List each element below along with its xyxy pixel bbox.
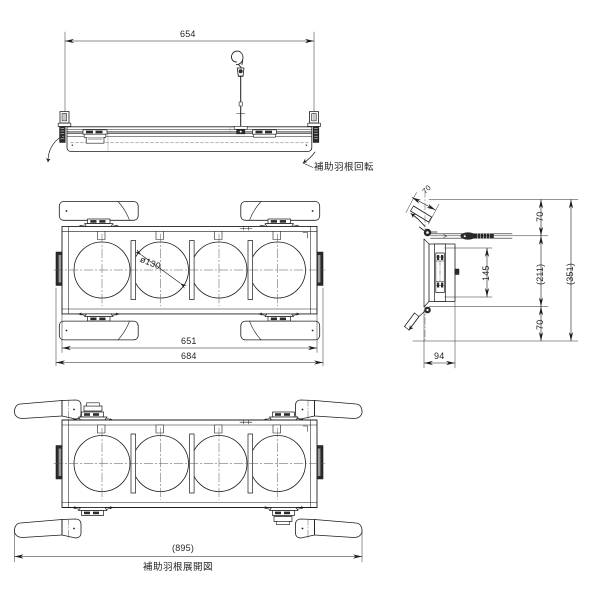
- right-end-bracket-elev: [307, 111, 321, 143]
- expanded-blade-lower-right: [295, 518, 363, 539]
- dim-label-145: 145: [481, 265, 491, 281]
- dim-label-351: (351): [565, 262, 575, 285]
- lower-aux-blade-right: [240, 320, 321, 341]
- upper-aux-blade-left: [58, 201, 139, 221]
- annotation-aux-blade-rotation: 補助羽根回転: [314, 162, 375, 173]
- left-end-bracket-elev: [57, 111, 72, 143]
- expanded-hinge-lower-left: [71, 506, 114, 516]
- folded-aux-blade-upper: [410, 205, 432, 227]
- expanded-view-group: [14, 399, 363, 563]
- expanded-right-side-pad: [316, 445, 324, 480]
- expanded-blade-lower-left: [14, 518, 82, 539]
- expanded-blade-upper-left: [14, 399, 82, 420]
- rotation-arc-left: [45, 135, 63, 163]
- side-view-group: [404, 190, 579, 369]
- folded-aux-blade-lower: [404, 312, 420, 331]
- hanger-hook: [231, 50, 246, 129]
- left-side-pad: [55, 249, 63, 288]
- dim-label-70-lower: 70: [535, 319, 545, 330]
- center-mount-block-elev: [233, 126, 248, 135]
- plan-view-group: [53, 201, 326, 367]
- lower-aux-blade-left: [58, 320, 139, 341]
- expanded-left-side-pad: [55, 445, 63, 480]
- right-side-pad: [316, 249, 324, 288]
- dim-label-94: 94: [434, 351, 445, 361]
- dim-label-70-upper: 70: [535, 211, 545, 222]
- expanded-main-housing: [53, 419, 326, 508]
- elevation-body: [66, 126, 313, 152]
- expanded-center-mount-lower: [273, 516, 293, 526]
- rotation-arc-right: [302, 151, 316, 164]
- expanded-center-mount: [83, 402, 103, 412]
- plan-main-housing: [53, 225, 326, 315]
- side-body-block: [423, 238, 460, 308]
- left-aux-blade-hinge-elev: [82, 129, 108, 144]
- plan-hinge-lower-left: [77, 312, 120, 322]
- right-aux-blade-hinge-elev: [252, 129, 277, 138]
- dim-label-895: (895): [172, 543, 195, 553]
- dim-label-654: 654: [180, 29, 196, 39]
- side-hinge-lower: [418, 306, 431, 317]
- dim-label-211: (211): [535, 263, 545, 285]
- expanded-blade-upper-right: [295, 399, 363, 420]
- plan-top-tabs: [97, 231, 281, 240]
- dim-label-651: 651: [181, 336, 197, 346]
- upper-aux-blade-right: [240, 201, 321, 221]
- top-elevation-group: [45, 31, 321, 168]
- dim-label-684: 684: [181, 351, 197, 361]
- side-hinge-upper: [419, 226, 438, 237]
- expanded-top-tabs: [97, 424, 281, 434]
- annotation-aux-blade-expanded: 補助羽根展開図: [143, 562, 214, 573]
- expanded-hinge-lower-right: [262, 506, 305, 516]
